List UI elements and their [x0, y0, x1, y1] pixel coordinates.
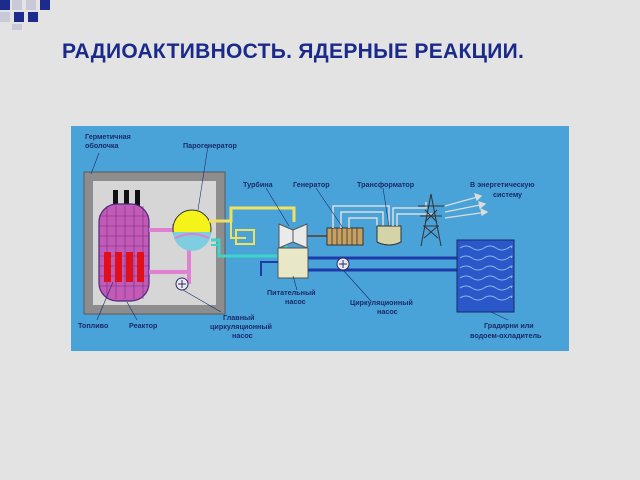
corner-square	[40, 0, 50, 10]
reactor-vessel	[98, 203, 150, 302]
corner-square	[12, 0, 22, 10]
steam-generator-water	[173, 232, 211, 251]
control-rod	[113, 190, 118, 206]
corner-square	[12, 24, 22, 30]
label-cooling: водоем-охладитель	[470, 331, 542, 340]
control-rod	[124, 190, 129, 206]
label-main-pump: циркуляционный	[210, 322, 272, 331]
label-feed-pump: Питательный	[267, 288, 316, 297]
fuel-rod	[104, 252, 111, 282]
label-generator: Генератор	[293, 180, 330, 189]
power-wire	[340, 211, 384, 228]
label-feed-pump: насос	[285, 297, 306, 306]
fuel-rod	[126, 252, 133, 282]
power-wire	[396, 213, 433, 226]
label-circulation-pump: насос	[377, 307, 398, 316]
label-transformer: Трансформатор	[357, 180, 415, 189]
label-fuel: Топливо	[78, 321, 109, 330]
label-main-pump: Главный	[223, 313, 255, 322]
control-rod	[135, 190, 140, 206]
fuel-rod	[137, 252, 144, 282]
leader-lines	[90, 145, 509, 321]
label-main-pump: насос	[232, 331, 253, 340]
label-cooling: Градирни или	[484, 321, 534, 330]
corner-square	[14, 12, 24, 22]
label-reactor: Реактор	[129, 321, 158, 330]
corner-square	[0, 0, 10, 10]
power-wire	[332, 205, 390, 228]
steam-line	[209, 206, 296, 223]
label-containment: оболочка	[85, 141, 119, 150]
turbine	[292, 223, 308, 249]
condenser	[277, 247, 309, 279]
transformer	[376, 225, 402, 246]
output-arrows	[444, 193, 489, 219]
cooling-tower-waves	[459, 245, 513, 301]
power-line-tower	[418, 193, 444, 247]
power-wire	[392, 202, 427, 226]
label-energy-system: В энергетическую	[470, 180, 535, 189]
corner-square	[26, 0, 36, 10]
steam-generator-coil	[174, 233, 210, 239]
steam-line	[230, 221, 246, 239]
label-steam-generator: Парогенератор	[183, 141, 237, 150]
nuclear-power-plant-diagram: Герметичная оболочка Парогенератор Турби…	[71, 126, 569, 351]
generator-windings	[331, 228, 358, 245]
turbine-frame	[235, 229, 255, 245]
label-energy-system: систему	[493, 190, 522, 199]
power-wire	[348, 217, 378, 228]
cooling-water-pipe	[260, 261, 278, 276]
corner-square	[28, 12, 38, 22]
label-turbine: Турбина	[243, 180, 274, 189]
corner-square	[0, 12, 10, 22]
fuel-rod	[115, 252, 122, 282]
slide-title: РАДИОАКТИВНОСТЬ. ЯДЕРНЫЕ РЕАКЦИИ.	[62, 40, 525, 63]
label-containment: Герметичная	[85, 132, 131, 141]
corner-decoration	[0, 0, 60, 30]
generator	[326, 227, 364, 246]
label-circulation-pump: Циркуляционный	[350, 298, 413, 307]
